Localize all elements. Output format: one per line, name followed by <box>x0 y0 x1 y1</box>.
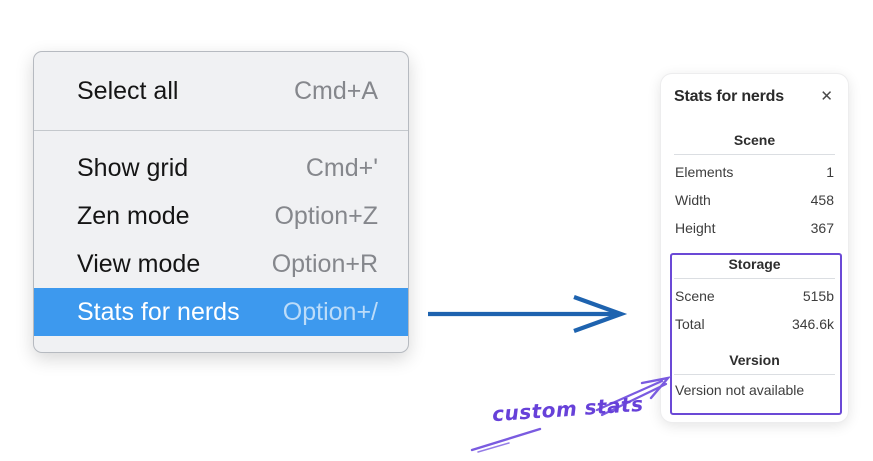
menu-item-shortcut: Option+R <box>271 249 378 278</box>
stats-panel-title: Stats for nerds <box>674 87 784 105</box>
context-menu: Select all Cmd+A Show grid Cmd+' Zen mod… <box>33 51 409 353</box>
stat-value: 367 <box>810 220 834 236</box>
menu-group-bottom: Show grid Cmd+' Zen mode Option+Z View m… <box>34 131 408 352</box>
menu-item-label: Stats for nerds <box>77 297 240 326</box>
section-divider <box>674 154 835 155</box>
stat-label: Width <box>675 192 711 208</box>
stat-label: Elements <box>675 164 734 180</box>
stat-row-height: Height 367 <box>674 214 835 242</box>
stat-row-elements: Elements 1 <box>674 158 835 186</box>
section-divider <box>674 278 835 279</box>
stat-row-scene-storage: Scene 515b <box>674 282 835 310</box>
stat-label: Height <box>675 220 716 236</box>
menu-item-shortcut: Option+/ <box>282 297 378 326</box>
menu-item-label: Show grid <box>77 153 189 182</box>
stat-row-width: Width 458 <box>674 186 835 214</box>
menu-item-view-mode[interactable]: View mode Option+R <box>34 240 408 288</box>
stat-row-total-storage: Total 346.6k <box>674 310 835 338</box>
stat-value: 458 <box>810 192 834 208</box>
menu-item-label: View mode <box>77 249 201 278</box>
section-heading: Version <box>729 352 780 368</box>
menu-to-panel-arrow-icon <box>428 295 628 333</box>
version-note: Version not available <box>675 382 805 398</box>
menu-item-shortcut: Option+Z <box>274 201 378 230</box>
stats-section-storage: Storage Scene 515b Total 346.6k <box>674 256 835 338</box>
menu-item-show-grid[interactable]: Show grid Cmd+' <box>34 144 408 192</box>
menu-item-shortcut: Cmd+A <box>293 76 378 105</box>
menu-item-select-all[interactable]: Select all Cmd+A <box>34 67 408 115</box>
section-heading: Scene <box>733 132 776 148</box>
menu-item-zen-mode[interactable]: Zen mode Option+Z <box>34 192 408 240</box>
stat-value: 346.6k <box>791 316 834 332</box>
section-divider <box>674 374 835 375</box>
close-icon[interactable]: ✕ <box>820 88 833 105</box>
stat-value: 1 <box>826 164 834 180</box>
annotation-label: custom stats <box>491 391 645 427</box>
stat-value: 515b <box>802 288 834 304</box>
stat-label: Total <box>675 316 705 332</box>
menu-group-top: Select all Cmd+A <box>34 52 408 130</box>
menu-item-shortcut: Cmd+' <box>305 153 378 182</box>
section-heading: Storage <box>728 256 781 272</box>
stat-label: Scene <box>675 288 715 304</box>
menu-item-label: Select all <box>77 76 179 105</box>
stats-panel-header: Stats for nerds ✕ <box>674 87 835 106</box>
stats-panel: Stats for nerds ✕ Scene Elements 1 Width… <box>661 74 848 422</box>
stats-section-scene: Scene Elements 1 Width 458 Height 367 <box>674 132 835 242</box>
menu-item-label: Zen mode <box>77 201 190 230</box>
stats-section-version: Version Version not available <box>674 352 835 402</box>
menu-divider <box>34 130 408 131</box>
menu-item-stats-for-nerds[interactable]: Stats for nerds Option+/ <box>34 288 408 336</box>
